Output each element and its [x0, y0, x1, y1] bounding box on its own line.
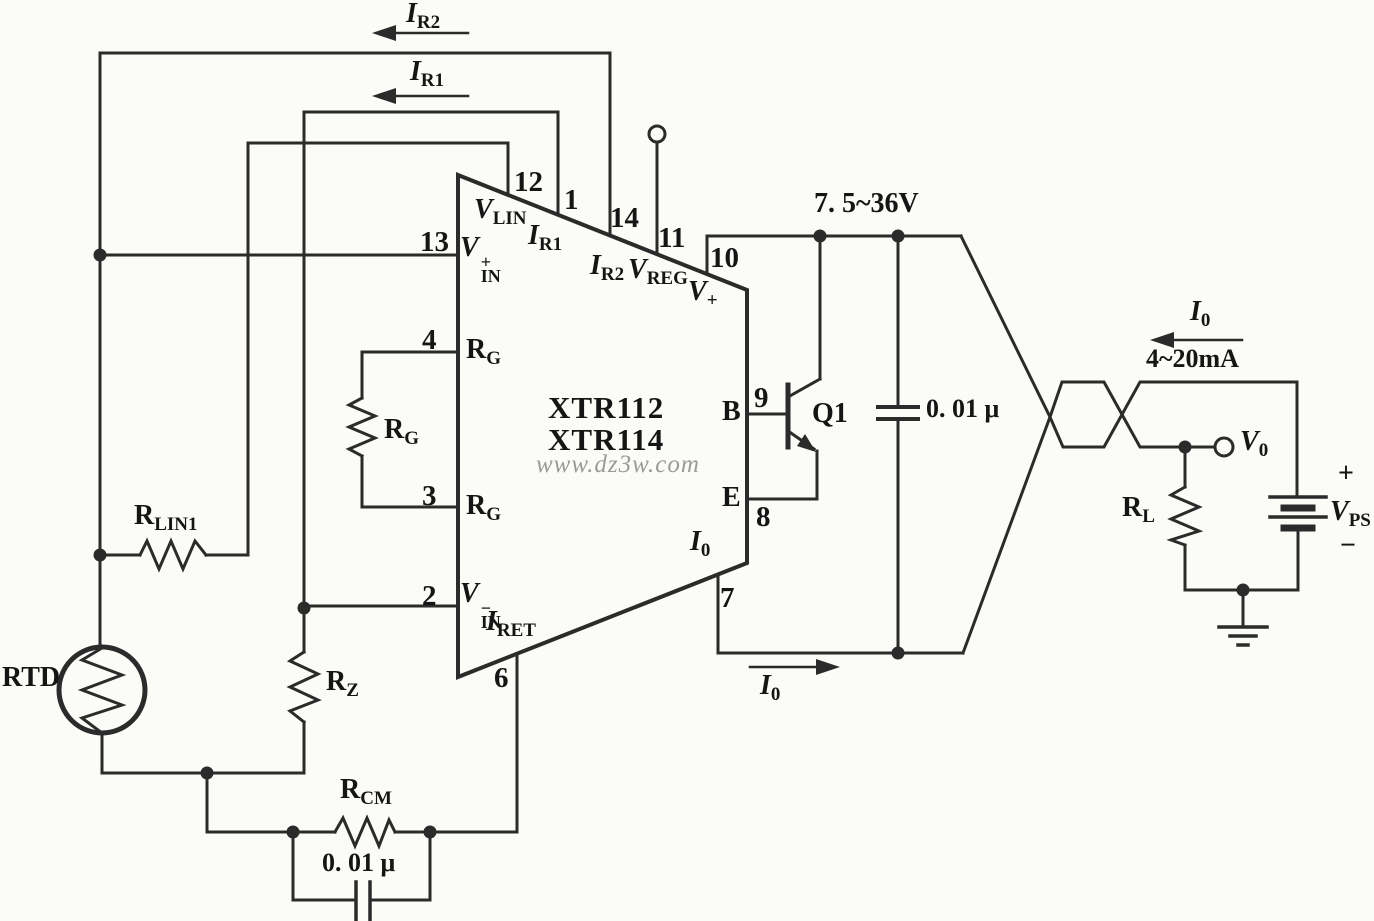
pin-number-3: 3	[422, 480, 437, 512]
io-top-arrow	[1150, 332, 1244, 348]
label-vps: VPS	[1330, 496, 1371, 531]
label-rlin1: RLIN1	[134, 500, 198, 535]
label-rl: RL	[1122, 492, 1155, 527]
label-vo: V0	[1240, 426, 1269, 461]
pin-number-9: 9	[754, 382, 769, 414]
label-rcm: RCM	[340, 774, 392, 809]
pin-number-7: 7	[720, 582, 735, 614]
pin-number-6: 6	[494, 662, 509, 694]
vps-battery	[1268, 495, 1328, 592]
rlin1-resistor	[98, 537, 250, 573]
pin-number-4: 4	[422, 324, 437, 356]
rl-resistor	[1166, 445, 1300, 592]
bypass-cap	[876, 234, 920, 655]
rz-resistor	[286, 649, 322, 725]
feedback-wire-ir1	[302, 110, 560, 775]
watermark: www.dz3w.com	[536, 451, 700, 478]
label-rtd: RTD	[2, 662, 61, 693]
pin-label-vin-neg: V−IN	[460, 578, 501, 632]
left-rail	[98, 51, 460, 775]
vo-terminal	[1213, 436, 1235, 458]
label-q1: Q1	[812, 398, 848, 429]
twisted-pair	[958, 233, 1299, 655]
label-ir2: IR2	[406, 0, 441, 33]
ic-name-2: XTR114	[548, 422, 665, 457]
pin-label-vin-pos: V+IN	[460, 232, 501, 286]
pin-label-rg-top: RG	[466, 334, 502, 369]
label-vps-minus: −	[1340, 530, 1356, 561]
feedback-wire-vlin	[246, 141, 510, 557]
ic-name-1: XTR112	[548, 390, 665, 425]
ir1-arrow	[372, 88, 470, 104]
q1-emitter-arrow	[797, 434, 816, 452]
pin-number-2: 2	[422, 580, 437, 612]
pin-label-vlin: VLIN	[474, 194, 527, 229]
label-vps-plus: +	[1338, 458, 1354, 489]
pin-label-vreg: VREG	[628, 254, 688, 289]
feedback-wire-ir2	[98, 51, 612, 235]
label-bypass-cap: 0. 01 μ	[926, 394, 1000, 423]
ic-body	[456, 172, 749, 680]
rtd-symbol	[56, 644, 148, 736]
ir2-arrow	[372, 25, 470, 41]
label-rg-external: RG	[384, 414, 420, 449]
pin-label-emitter: E	[722, 482, 741, 513]
pin-number-8: 8	[756, 501, 771, 533]
pin-label-io: I0	[690, 526, 711, 561]
pin-label-iret: IRET	[486, 606, 536, 641]
pin-number-1: 1	[564, 184, 579, 216]
io-bottom-arrow	[748, 659, 840, 675]
label-rz: RZ	[326, 666, 359, 701]
pin-number-10: 10	[710, 242, 739, 274]
label-ir1: IR1	[410, 56, 445, 91]
label-supply-range: 7. 5~36V	[814, 188, 919, 219]
ground-symbol	[1217, 588, 1269, 647]
label-io-top: I0	[1190, 296, 1211, 331]
rg-resistor	[345, 350, 460, 509]
pin-number-11: 11	[658, 222, 686, 254]
label-io-range: 4~20mA	[1146, 344, 1239, 373]
junction-dots	[93, 229, 1250, 839]
pin-number-13: 13	[420, 226, 449, 258]
pin-number-14: 14	[610, 202, 639, 234]
pin-stubs	[515, 140, 965, 834]
pin-label-base: B	[722, 396, 741, 427]
rcm-network	[205, 771, 519, 921]
vreg-terminal	[647, 124, 667, 144]
q1-transistor	[745, 234, 823, 501]
pin-label-rg-bottom: RG	[466, 490, 502, 525]
pin-number-12: 12	[514, 166, 543, 198]
label-io-bottom: I0	[760, 670, 781, 705]
label-cap-bottom: 0. 01 μ	[322, 848, 396, 877]
pin-label-ir1: IR1	[528, 220, 563, 255]
pin-label-ir2: IR2	[590, 250, 625, 285]
pin-label-vplus: V+	[688, 276, 718, 311]
